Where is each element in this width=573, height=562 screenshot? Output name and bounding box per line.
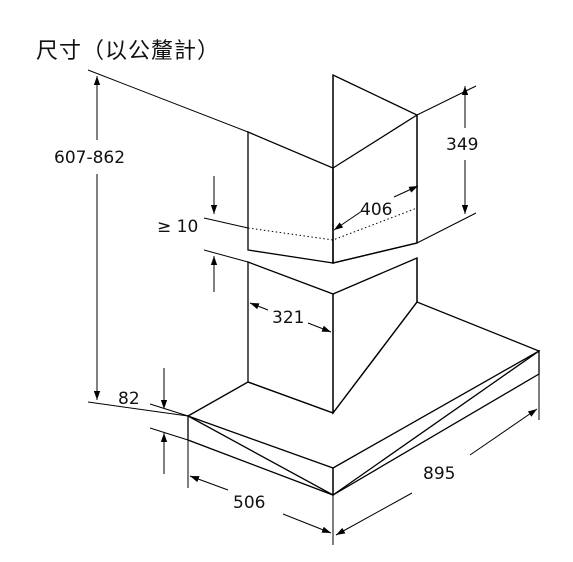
canopy-width-arrow-right [469,408,538,456]
canopy-width-arrow-left [335,492,413,536]
upper-chimney-left-face [247,131,334,264]
canopy-depth-arrow-left [189,475,229,491]
upper-chimney-width-arrow-right [393,185,419,198]
hood-outline [186,73,541,497]
canopy-width-label: 895 [423,464,455,484]
lower-chimney-left-face [247,261,334,414]
chimney-overlap-line [247,207,418,241]
lower-chimney-width-arrow-right [307,322,332,333]
canopy-depth-arrow-right [282,513,332,534]
lower-chimney-width-arrow-left [249,302,269,311]
chimney-top-height-label: 349 [446,135,478,155]
min-gap-label: ≥ 10 [157,217,198,237]
upper-chimney-back-panel [332,73,418,264]
total-height-label: 607-862 [54,148,125,168]
dimension-arrows [93,76,538,536]
canopy-depth-label: 506 [233,493,265,513]
upper-chimney-right-face [332,113,418,264]
upper-chimney-width-label: 406 [360,200,392,220]
lower-chimney-right-face [332,257,418,415]
lower-chimney-width-label: 321 [272,308,304,328]
page-title: 尺寸（以公釐計） [36,39,221,64]
dimension-labels: 607-862 349 ≥ 10 406 321 82 506 895 [54,135,478,513]
upper-chimney-width-arrow-left [333,210,363,231]
canopy-top-surface [186,301,541,496]
canopy-thickness-label: 82 [118,389,140,409]
